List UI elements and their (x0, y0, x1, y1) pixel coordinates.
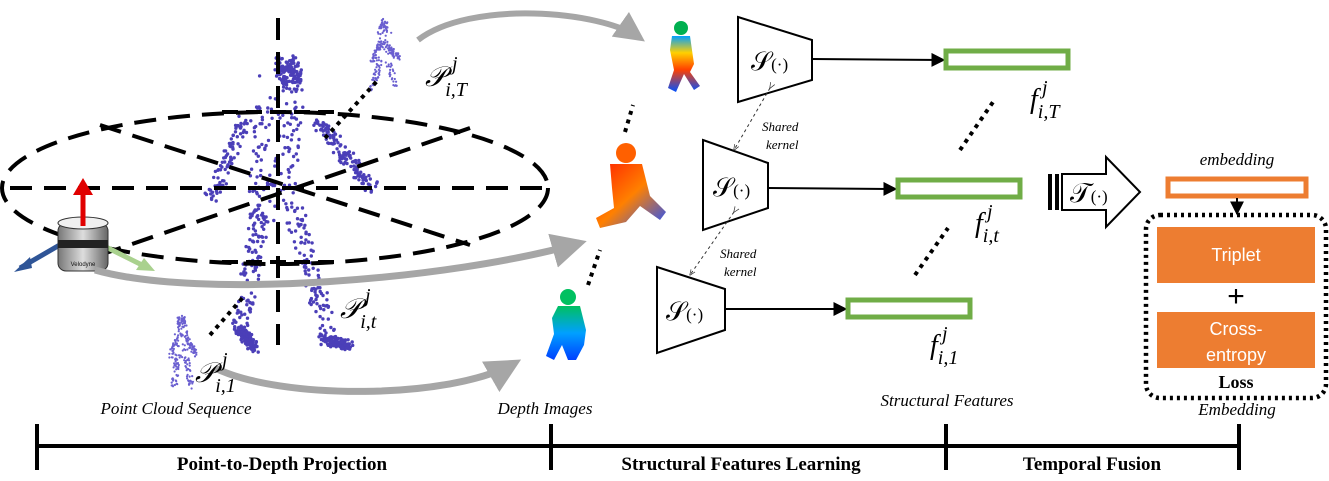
label-f-it-sup: j (984, 201, 993, 223)
fusion-arrow-bar-1 (1048, 174, 1052, 210)
depth-dots-lower (586, 249, 602, 286)
loss-title: Loss (1218, 372, 1253, 392)
lidar-brand-label: Velodyne (71, 262, 96, 268)
shared-kernel-label-2a: Shared (720, 246, 757, 261)
label-f-iT-sub: i,T (1038, 101, 1062, 123)
lidar-sensor-icon: Velodyne (14, 178, 155, 272)
label-P-i1-sub: i,1 (215, 375, 236, 397)
fusion-T-arg: (·) (1091, 187, 1108, 206)
encoder-S-t-arg: (·) (733, 181, 750, 200)
diagonal-axis-1 (99, 126, 471, 257)
loss-plus-sign: + (1227, 280, 1245, 313)
label-f-i1-sup: j (939, 323, 948, 345)
triplet-loss-label: Triplet (1211, 245, 1260, 265)
cross-entropy-loss-box (1157, 312, 1315, 368)
caption-embedding-top: embedding (1200, 150, 1275, 169)
label-f-it: fi,t (975, 208, 999, 247)
shared-kernel-label-1a: Shared (762, 119, 799, 134)
arrow-to-feature-T (811, 52, 946, 67)
label-P-iT: 𝒫i,T (425, 62, 469, 101)
shared-kernel-label-1b: kernel (766, 137, 799, 152)
loss-container (1143, 212, 1329, 401)
encoder-S-1-arg: (·) (686, 305, 703, 324)
structural-encoders: 𝒮(·) 𝒮(·) 𝒮(·) Shared kernel Shared kern… (656, 15, 1071, 410)
feature-dots-upper (958, 100, 995, 152)
stage-label-temporal-fusion: Temporal Fusion (1023, 454, 1162, 475)
feature-bar-1 (845, 297, 973, 320)
stage-timeline: Point-to-Depth Projection Structural Fea… (35, 424, 1241, 475)
label-f-it-base: f (975, 208, 986, 239)
point-cloud-frame-T (369, 17, 401, 92)
stage-label-structural-learning: Structural Features Learning (621, 454, 861, 475)
label-f-iT: fi,T (1030, 84, 1061, 123)
caption-embedding-bottom: Embedding (1197, 400, 1275, 419)
label-f-i1: fi,1 (930, 330, 958, 369)
depth-dots-upper (623, 104, 635, 133)
encoder-S-T-arg: (·) (771, 55, 788, 74)
feature-bar-t (895, 177, 1023, 200)
fusion-T-op: 𝒯 (1070, 178, 1094, 208)
point-cloud-region: Velodyne 𝒫i,T j 𝒫i,t j 𝒫i,1 j Point Clou… (0, 10, 645, 418)
label-f-it-sub: i,t (983, 225, 1000, 247)
triplet-loss-box (1157, 227, 1315, 283)
label-P-i1: 𝒫i,1 (195, 358, 236, 397)
encoder-S-t-label: 𝒮(·) (713, 173, 750, 202)
label-P-iT-sub: i,T (445, 79, 469, 101)
point-cloud-frame-1 (168, 314, 198, 390)
arrow-cloud-T-to-depth (416, 10, 645, 43)
cross-entropy-label-1: Cross- (1210, 319, 1263, 339)
encoder-S-T (737, 15, 813, 104)
depth-images-region: Depth Images (497, 21, 700, 418)
shared-kernel-label-2b: kernel (724, 264, 757, 279)
label-P-i1-sup: j (219, 349, 228, 371)
fusion-arrow-T (1061, 154, 1142, 230)
feature-dots-lower (913, 226, 950, 277)
embedding-bar (1165, 176, 1309, 199)
fusion-arrow-bar-2 (1055, 174, 1059, 210)
connector-top-cloud (323, 78, 380, 140)
depth-image-T (668, 21, 700, 92)
caption-structural-features: Structural Features (881, 391, 1014, 410)
label-f-i1-sub: i,1 (938, 347, 959, 369)
depth-image-t (596, 143, 666, 228)
diagonal-axis-2 (99, 123, 471, 247)
encoder-S-1-op: 𝒮 (666, 297, 689, 326)
fusion-T-label: 𝒯(·) (1070, 178, 1108, 208)
caption-point-cloud-sequence: Point Cloud Sequence (99, 399, 252, 418)
label-P-it-sub: i,t (360, 311, 377, 333)
encoder-S-t-op: 𝒮 (713, 173, 736, 202)
arrow-cloud-1-to-depth (213, 359, 522, 395)
caption-depth-images: Depth Images (497, 399, 593, 418)
label-P-it: 𝒫i,t (340, 294, 377, 333)
label-f-iT-sup: j (1039, 77, 1048, 99)
encoder-S-1-label: 𝒮(·) (666, 297, 703, 326)
feature-bar-T (943, 48, 1071, 71)
depth-image-1 (546, 289, 586, 360)
arrow-cloud-t-to-depth (94, 233, 587, 289)
encoder-S-T-label: 𝒮(·) (751, 47, 788, 76)
stage-label-point-to-depth: Point-to-Depth Projection (177, 454, 388, 475)
label-f-iT-base: f (1030, 84, 1041, 115)
label-P-it-sup: j (362, 285, 371, 307)
cross-entropy-label-2: entropy (1206, 345, 1266, 365)
shared-kernel-arrow-2 (690, 212, 734, 275)
arrow-to-feature-t (767, 181, 898, 196)
label-f-i1-base: f (930, 330, 941, 361)
temporal-fusion-region: 𝒯(·) embedding Triplet + Cross- entropy … (1048, 150, 1329, 419)
encoder-S-T-op: 𝒮 (751, 47, 774, 76)
encoder-S-1 (656, 265, 726, 355)
label-P-iT-sup: j (449, 53, 458, 75)
